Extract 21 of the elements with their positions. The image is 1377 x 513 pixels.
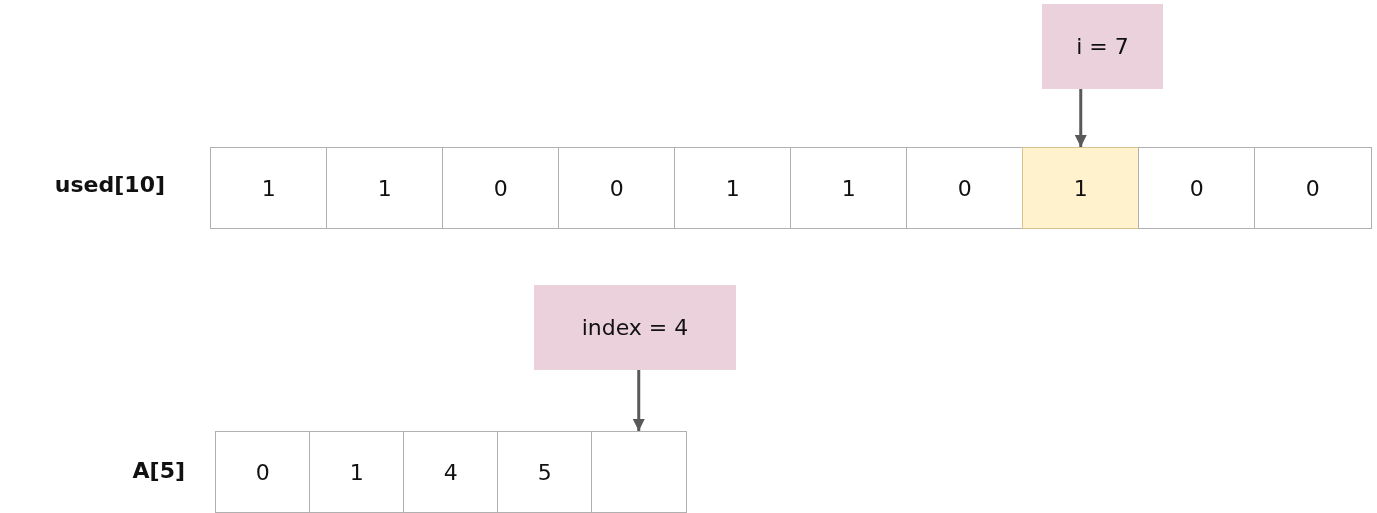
array-cell: 0 [442,147,560,229]
array-cell: 5 [497,431,593,513]
array-cell: 1 [309,431,405,513]
array-name: A[5] [132,458,185,483]
array-name: used[10] [54,172,165,197]
array-cell: 0 [906,147,1024,229]
array-cell: 1 [674,147,792,229]
array-cell: 0 [1254,147,1372,229]
array-cell: 1 [326,147,444,229]
pointer-label: index = 4 [534,285,736,370]
array-cell: 0 [1138,147,1256,229]
array-cell: 4 [403,431,499,513]
arrow [632,370,645,431]
array-cell: 0 [215,431,311,513]
pointer-label: i = 7 [1042,4,1163,89]
array-cell: 1 [790,147,908,229]
arrow [1074,89,1087,147]
array-cell [591,431,687,513]
highlighted-array-cell: 1 [1022,147,1140,229]
array-cell: 1 [210,147,328,229]
array-cell: 0 [558,147,676,229]
